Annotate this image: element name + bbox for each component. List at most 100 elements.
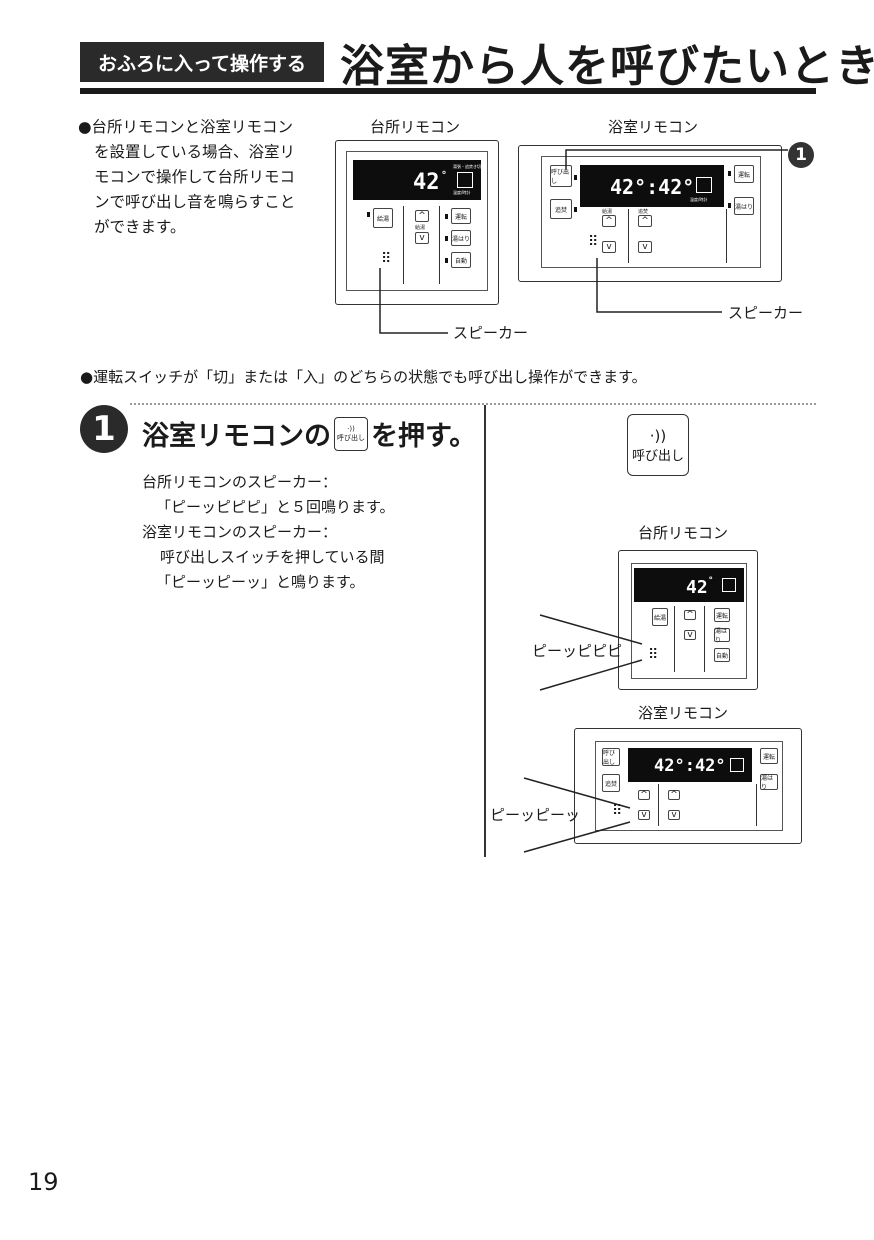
speaker-label: スピーカー bbox=[453, 324, 529, 342]
power-button[interactable]: 運転 bbox=[760, 748, 778, 764]
bath-remote-panel: 呼び出し 追焚 42°:42° ^ ^ v v 運転 湯はり ⠿ bbox=[595, 741, 783, 831]
bath-remote-2: 呼び出し 追焚 42°:42° ^ ^ v v 運転 湯はり ⠿ bbox=[574, 728, 802, 844]
vertical-divider bbox=[484, 405, 486, 857]
callout-number: 1 bbox=[788, 142, 814, 168]
bath-remote-panel: 呼び出し 追焚 42°:42° 温度/時計 給湯 ^ v 追焚 ^ v 運転 湯… bbox=[541, 156, 761, 268]
heat-button[interactable]: 給湯 bbox=[652, 608, 668, 626]
intro-line: ができます。 bbox=[94, 218, 186, 236]
intro-text: ●台所リモコンと浴室リモコン を設置している場合、浴室リ モコンで操作して台所リ… bbox=[78, 115, 318, 240]
temp-down-button[interactable]: v bbox=[684, 630, 696, 640]
step-body-line: 台所リモコンのスピーカー： bbox=[142, 473, 338, 491]
clock-icon bbox=[457, 172, 473, 188]
bath-fill-button[interactable]: 湯はり bbox=[714, 628, 730, 644]
kitchen-remote-caption: 台所リモコン bbox=[638, 524, 729, 542]
bath-temps: 42°:42° bbox=[610, 175, 695, 199]
temp-up-button[interactable]: ^ bbox=[415, 210, 429, 222]
step-body-line: 浴室リモコンのスピーカー： bbox=[142, 523, 338, 541]
heat-up-button[interactable]: ^ bbox=[602, 215, 616, 227]
led-indicator bbox=[574, 207, 577, 212]
heat-down-button[interactable]: v bbox=[602, 241, 616, 253]
kitchen-temp: 42 bbox=[686, 577, 708, 598]
kitchen-sound-label: ピーッピピピ bbox=[532, 642, 623, 660]
intro-line: を設置している場合、浴室リ bbox=[94, 143, 296, 161]
title-rule bbox=[80, 88, 816, 94]
bath-sound-label: ピーッピーッ bbox=[490, 806, 581, 824]
bath-lcd: 42°:42° bbox=[628, 748, 752, 782]
reheat-button[interactable]: 追焚 bbox=[550, 199, 572, 219]
kitchen-speaker: ⠿ bbox=[381, 251, 391, 267]
bath-remote: 呼び出し 追焚 42°:42° 温度/時計 給湯 ^ v 追焚 ^ v 運転 湯… bbox=[518, 145, 782, 282]
speaker-label: スピーカー bbox=[728, 304, 804, 322]
call-button-inline: ·)) 呼び出し bbox=[334, 416, 368, 451]
call-button-large[interactable]: ·)) 呼び出し bbox=[627, 414, 689, 476]
heat-up-label: 給湯 bbox=[602, 209, 613, 215]
step-body-line: 「ピーッピピピ」と５回鳴ります。 bbox=[156, 498, 395, 516]
lcd-small-label: 湯張・追焚き切 bbox=[453, 164, 481, 169]
kitchen-remote-panel: 42 ° 湯張・追焚き切 温度/時計 給湯 ^ 給湯 v 運転 湯はり 自動 ⠿ bbox=[346, 151, 488, 291]
reheat-up-button[interactable]: ^ bbox=[638, 215, 652, 227]
divider-line bbox=[704, 606, 705, 672]
intro-line: モコンで操作して台所リモコ bbox=[94, 168, 296, 186]
bath-lcd: 42°:42° 温度/時計 bbox=[580, 165, 724, 207]
bath-speaker: ⠿ bbox=[612, 803, 622, 819]
kitchen-temp: 42 bbox=[413, 170, 440, 195]
call-button[interactable]: 呼び出し bbox=[550, 165, 572, 187]
heat-button[interactable]: 給湯 bbox=[373, 208, 393, 228]
call-button-inline-label: 呼び出し bbox=[337, 433, 365, 442]
reheat-down-button[interactable]: v bbox=[668, 810, 680, 820]
step-body-line: 「ピーッピーッ」と鳴ります。 bbox=[156, 573, 365, 591]
step-body-line: 呼び出しスイッチを押している間 bbox=[160, 548, 385, 566]
degree-sign: ° bbox=[441, 170, 448, 181]
kitchen-remote-2: 42 ° 給湯 ^ v 運転 湯はり 自動 ⠿ bbox=[618, 550, 758, 690]
kitchen-speaker: ⠿ bbox=[648, 647, 658, 663]
led-indicator bbox=[574, 175, 577, 180]
divider-line bbox=[756, 784, 757, 826]
call-icon: ·)) bbox=[649, 426, 667, 445]
power-button[interactable]: 運転 bbox=[734, 165, 754, 183]
clock-icon bbox=[696, 177, 712, 193]
auto-button[interactable]: 自動 bbox=[714, 648, 730, 662]
auto-button[interactable]: 自動 bbox=[451, 252, 471, 268]
lcd-temp-label: 温度/時計 bbox=[453, 190, 471, 195]
step-title: 浴室リモコンの ·)) 呼び出し を押す。 bbox=[142, 414, 476, 453]
led-indicator bbox=[445, 258, 448, 263]
clock-icon bbox=[730, 758, 744, 772]
reheat-label: 追焚 bbox=[638, 209, 649, 215]
heat-down-button[interactable]: v bbox=[638, 810, 650, 820]
temp-down-button[interactable]: v bbox=[415, 232, 429, 244]
reheat-down-button[interactable]: v bbox=[638, 241, 652, 253]
bath-speaker: ⠿ bbox=[588, 234, 598, 250]
page-number: 19 bbox=[28, 1168, 59, 1196]
degree-sign: ° bbox=[708, 576, 714, 586]
note-text: ●運転スイッチが「切」または「入」のどちらの状態でも呼び出し操作ができます。 bbox=[80, 368, 647, 386]
kitchen-remote-caption: 台所リモコン bbox=[370, 118, 461, 136]
kitchen-lcd: 42 ° bbox=[634, 568, 744, 602]
divider-line bbox=[674, 606, 675, 672]
call-button-label: 呼び出し bbox=[631, 448, 684, 464]
step-title-prefix: 浴室リモコンの bbox=[142, 421, 331, 452]
intro-line: ●台所リモコンと浴室リモコン bbox=[78, 118, 294, 136]
power-button[interactable]: 運転 bbox=[714, 608, 730, 622]
lcd-temp-label: 温度/時計 bbox=[690, 197, 708, 202]
temp-label: 給湯 bbox=[415, 225, 426, 231]
reheat-button[interactable]: 追焚 bbox=[602, 774, 620, 792]
intro-line: ンで呼び出し音を鳴らすこと bbox=[94, 193, 296, 211]
step-body: 台所リモコンのスピーカー： 「ピーッピピピ」と５回鳴ります。 浴室リモコンのスピ… bbox=[142, 470, 395, 595]
temp-up-button[interactable]: ^ bbox=[684, 610, 696, 620]
step-number: 1 bbox=[80, 405, 128, 453]
bath-fill-button[interactable]: 湯はり bbox=[734, 197, 754, 215]
step-title-suffix: を押す。 bbox=[371, 421, 477, 452]
section-tag: おふろに入って操作する bbox=[80, 42, 324, 82]
call-button[interactable]: 呼び出し bbox=[602, 748, 620, 766]
reheat-up-button[interactable]: ^ bbox=[668, 790, 680, 800]
led-indicator bbox=[367, 212, 370, 217]
divider-line bbox=[403, 206, 404, 284]
heat-up-button[interactable]: ^ bbox=[638, 790, 650, 800]
divider-line bbox=[726, 209, 727, 263]
bath-remote-caption: 浴室リモコン bbox=[608, 118, 699, 136]
bath-fill-button[interactable]: 湯はり bbox=[451, 230, 471, 246]
power-button[interactable]: 運転 bbox=[451, 208, 471, 224]
led-indicator bbox=[728, 171, 731, 176]
bath-fill-button[interactable]: 湯はり bbox=[760, 774, 778, 791]
bath-temps: 42°:42° bbox=[654, 756, 726, 776]
